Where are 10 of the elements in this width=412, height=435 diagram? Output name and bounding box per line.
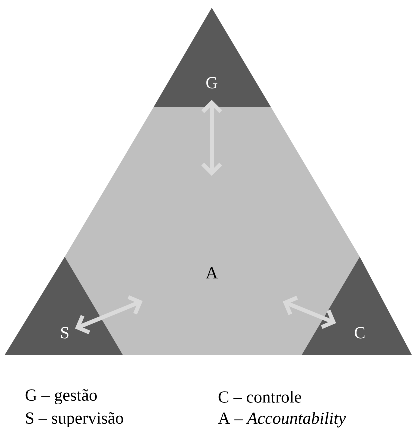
triangle-region: G bbox=[154, 8, 271, 107]
legend-text: S – supervisão bbox=[26, 412, 124, 428]
legend-text: A – Accountability bbox=[218, 412, 346, 428]
triangle-region: C bbox=[302, 257, 412, 355]
triangle-region: S bbox=[5, 257, 123, 355]
double-arrow bbox=[202, 100, 222, 176]
legend-text: G – gestão bbox=[26, 389, 97, 405]
double-arrow bbox=[283, 296, 336, 330]
double-arrow bbox=[75, 296, 143, 334]
legend-text: C – controle bbox=[218, 391, 302, 403]
